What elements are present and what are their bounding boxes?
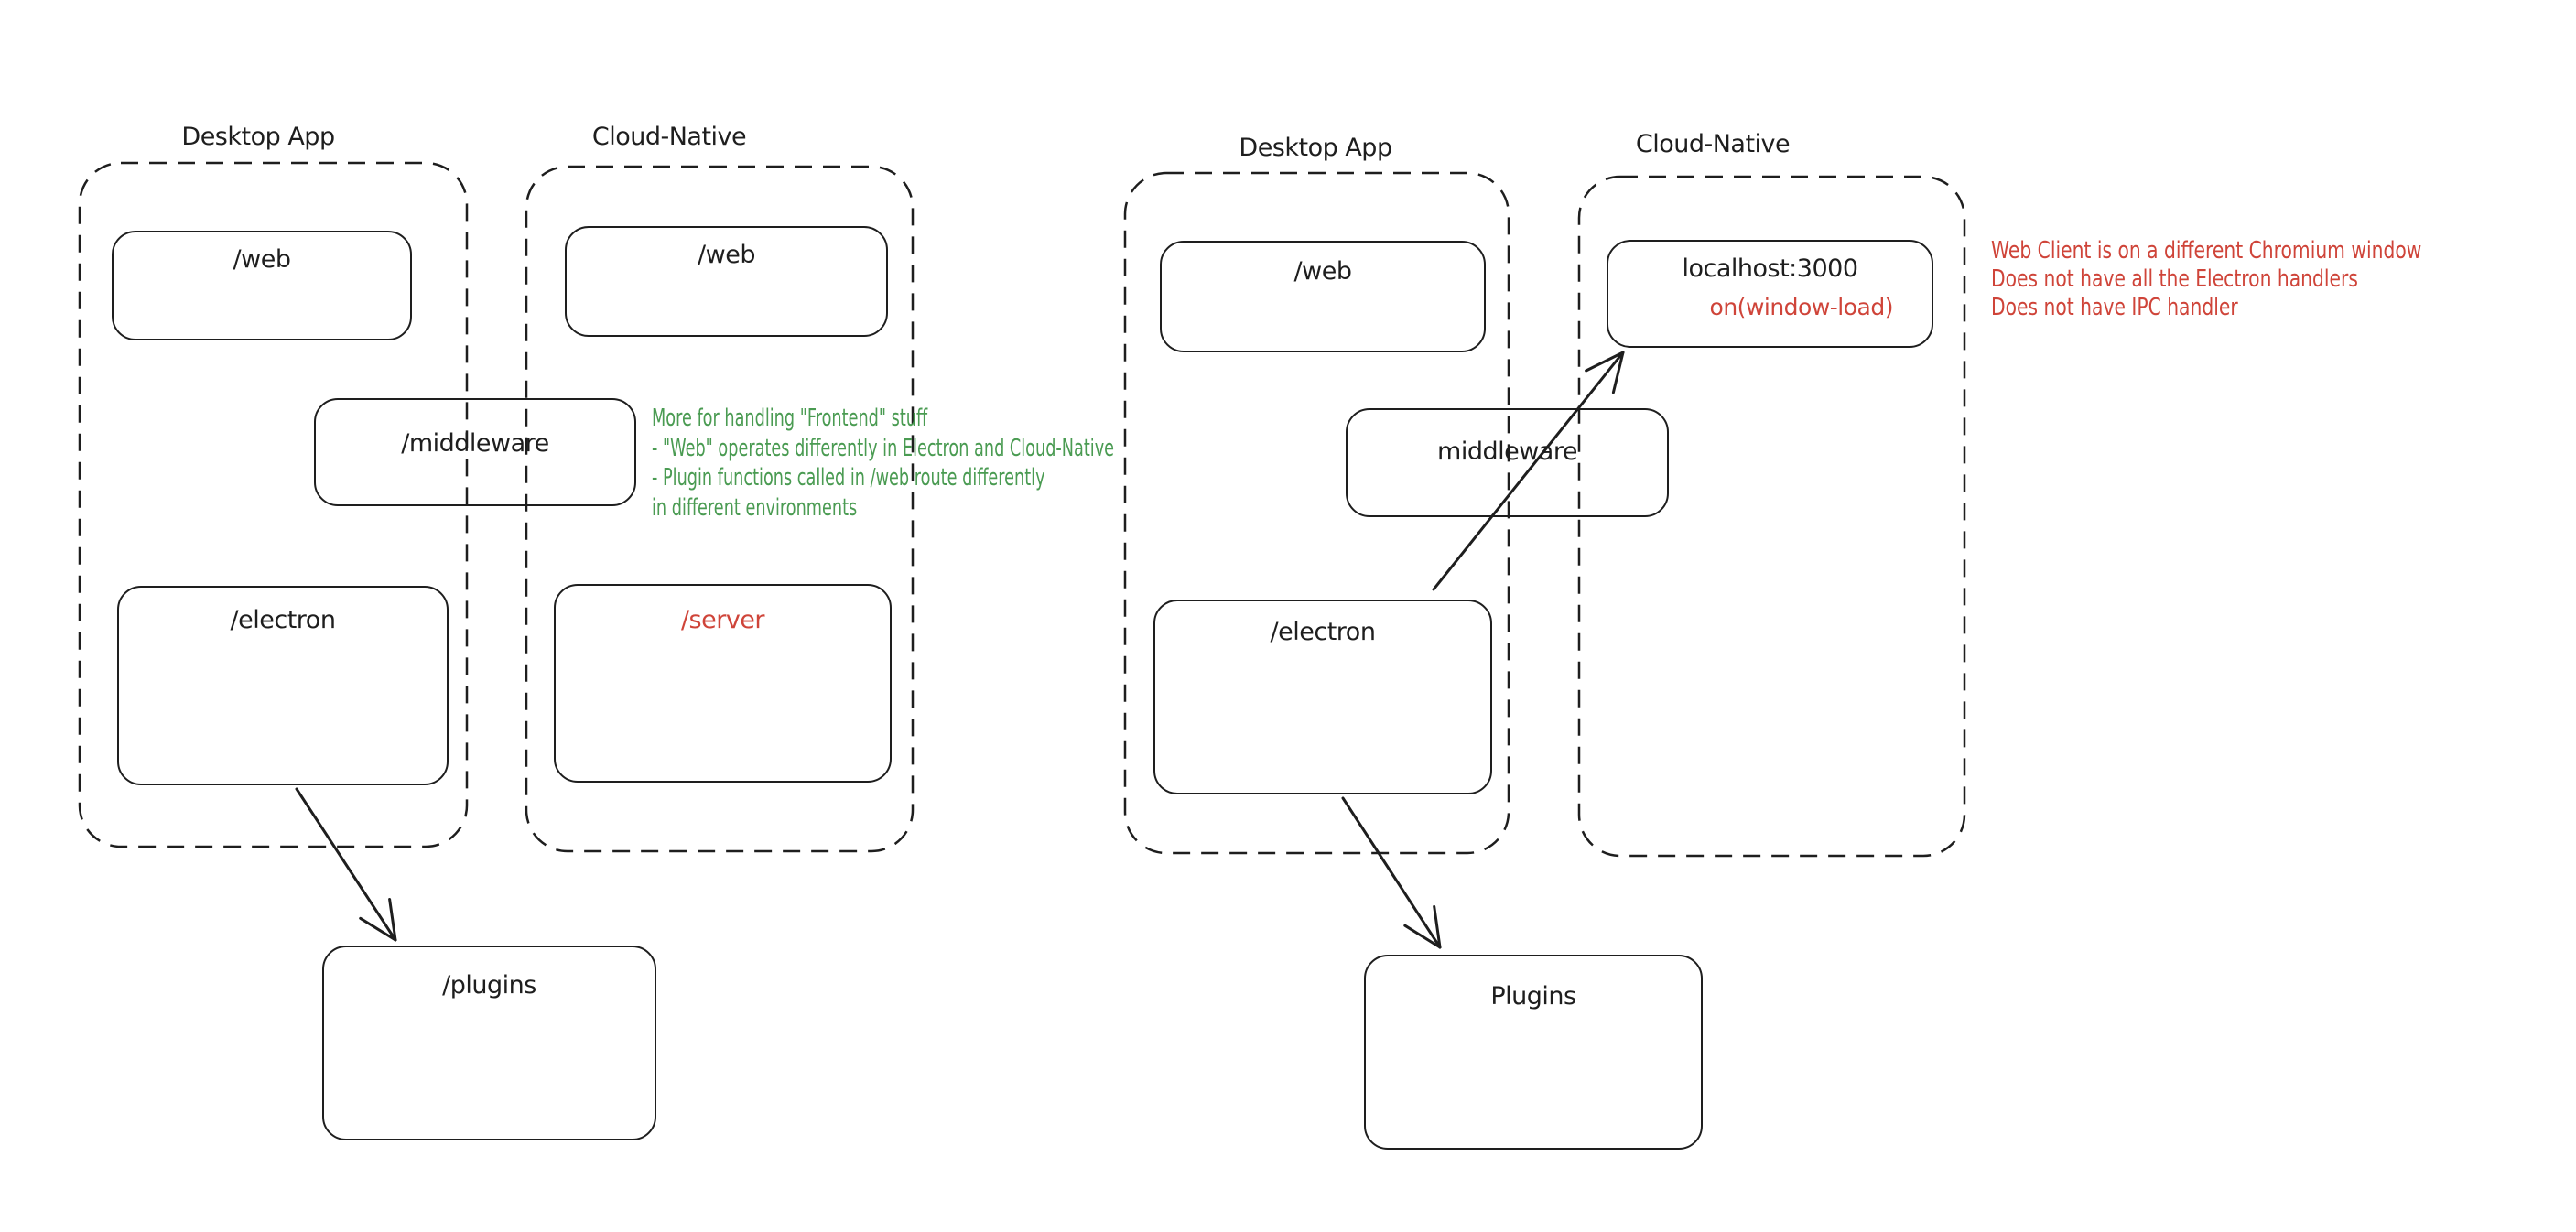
box-web-desktop-right: /web [1160,241,1486,352]
arrow-electron-to-plugins-right [1341,796,1442,949]
right-annotation-line-2: Does not have all the Electron handlers [1991,265,2358,293]
box-electron-left-label: /electron [230,606,336,634]
right-annotation-line-3: Does not have IPC handler [1991,294,2238,321]
left-annotation-line-1: More for handling "Frontend" stuff [652,405,928,432]
box-localhost-3000: localhost:3000 on(window-load) [1607,240,1933,348]
left-annotation-line-4: in different environments [652,493,858,522]
right-desktop-app-container-outline [1123,171,1510,855]
left-desktop-app-label: Desktop App [181,123,335,151]
box-web-desktop-left: /web [112,231,412,340]
box-web-desktop-left-label: /web [233,245,291,274]
arrow-electron-to-localhost [1432,351,1625,591]
box-electron-right: /electron [1153,600,1492,794]
left-annotation-line-2: - "Web" operates differently in Electron… [652,434,1115,462]
box-plugins-left-label: /plugins [442,971,536,1000]
left-cloud-native-label: Cloud-Native [591,123,747,151]
right-desktop-app-label: Desktop App [1239,134,1392,162]
box-middleware-left: /middleware [314,398,636,506]
box-electron-left: /electron [117,586,449,785]
left-desktop-app-container-outline [78,161,469,848]
box-web-cloud-left-label: /web [698,241,755,269]
box-localhost-3000-title: localhost:3000 [1682,254,1858,283]
box-middleware-left-label: /middleware [401,429,549,458]
arrow-electron-to-plugins-left [295,787,397,942]
left-annotation-line-3: - Plugin functions called in /web route … [652,464,1045,492]
left-cloud-native-container-outline [525,165,915,853]
box-plugins-right-label: Plugins [1490,982,1576,1010]
box-plugins-right: Plugins [1364,955,1703,1150]
box-server-left: /server [554,584,892,783]
left-annotation-note: More for handling "Frontend" stuff - "We… [652,404,1114,523]
box-electron-right-label: /electron [1270,618,1376,646]
box-middleware-right-label: middleware [1437,438,1577,466]
right-cloud-native-label: Cloud-Native [1635,130,1791,158]
right-annotation-note: Web Client is on a different Chromium wi… [1991,237,2421,322]
box-web-desktop-right-label: /web [1293,257,1352,286]
box-middleware-right: middleware [1346,408,1669,517]
box-web-cloud-left: /web [565,226,888,337]
box-localhost-3000-event: on(window-load) [1709,294,1894,320]
box-plugins-left: /plugins [322,946,656,1140]
right-cloud-native-container-outline [1577,175,1966,858]
box-server-left-label: /server [680,606,765,634]
right-annotation-line-1: Web Client is on a different Chromium wi… [1991,237,2422,265]
